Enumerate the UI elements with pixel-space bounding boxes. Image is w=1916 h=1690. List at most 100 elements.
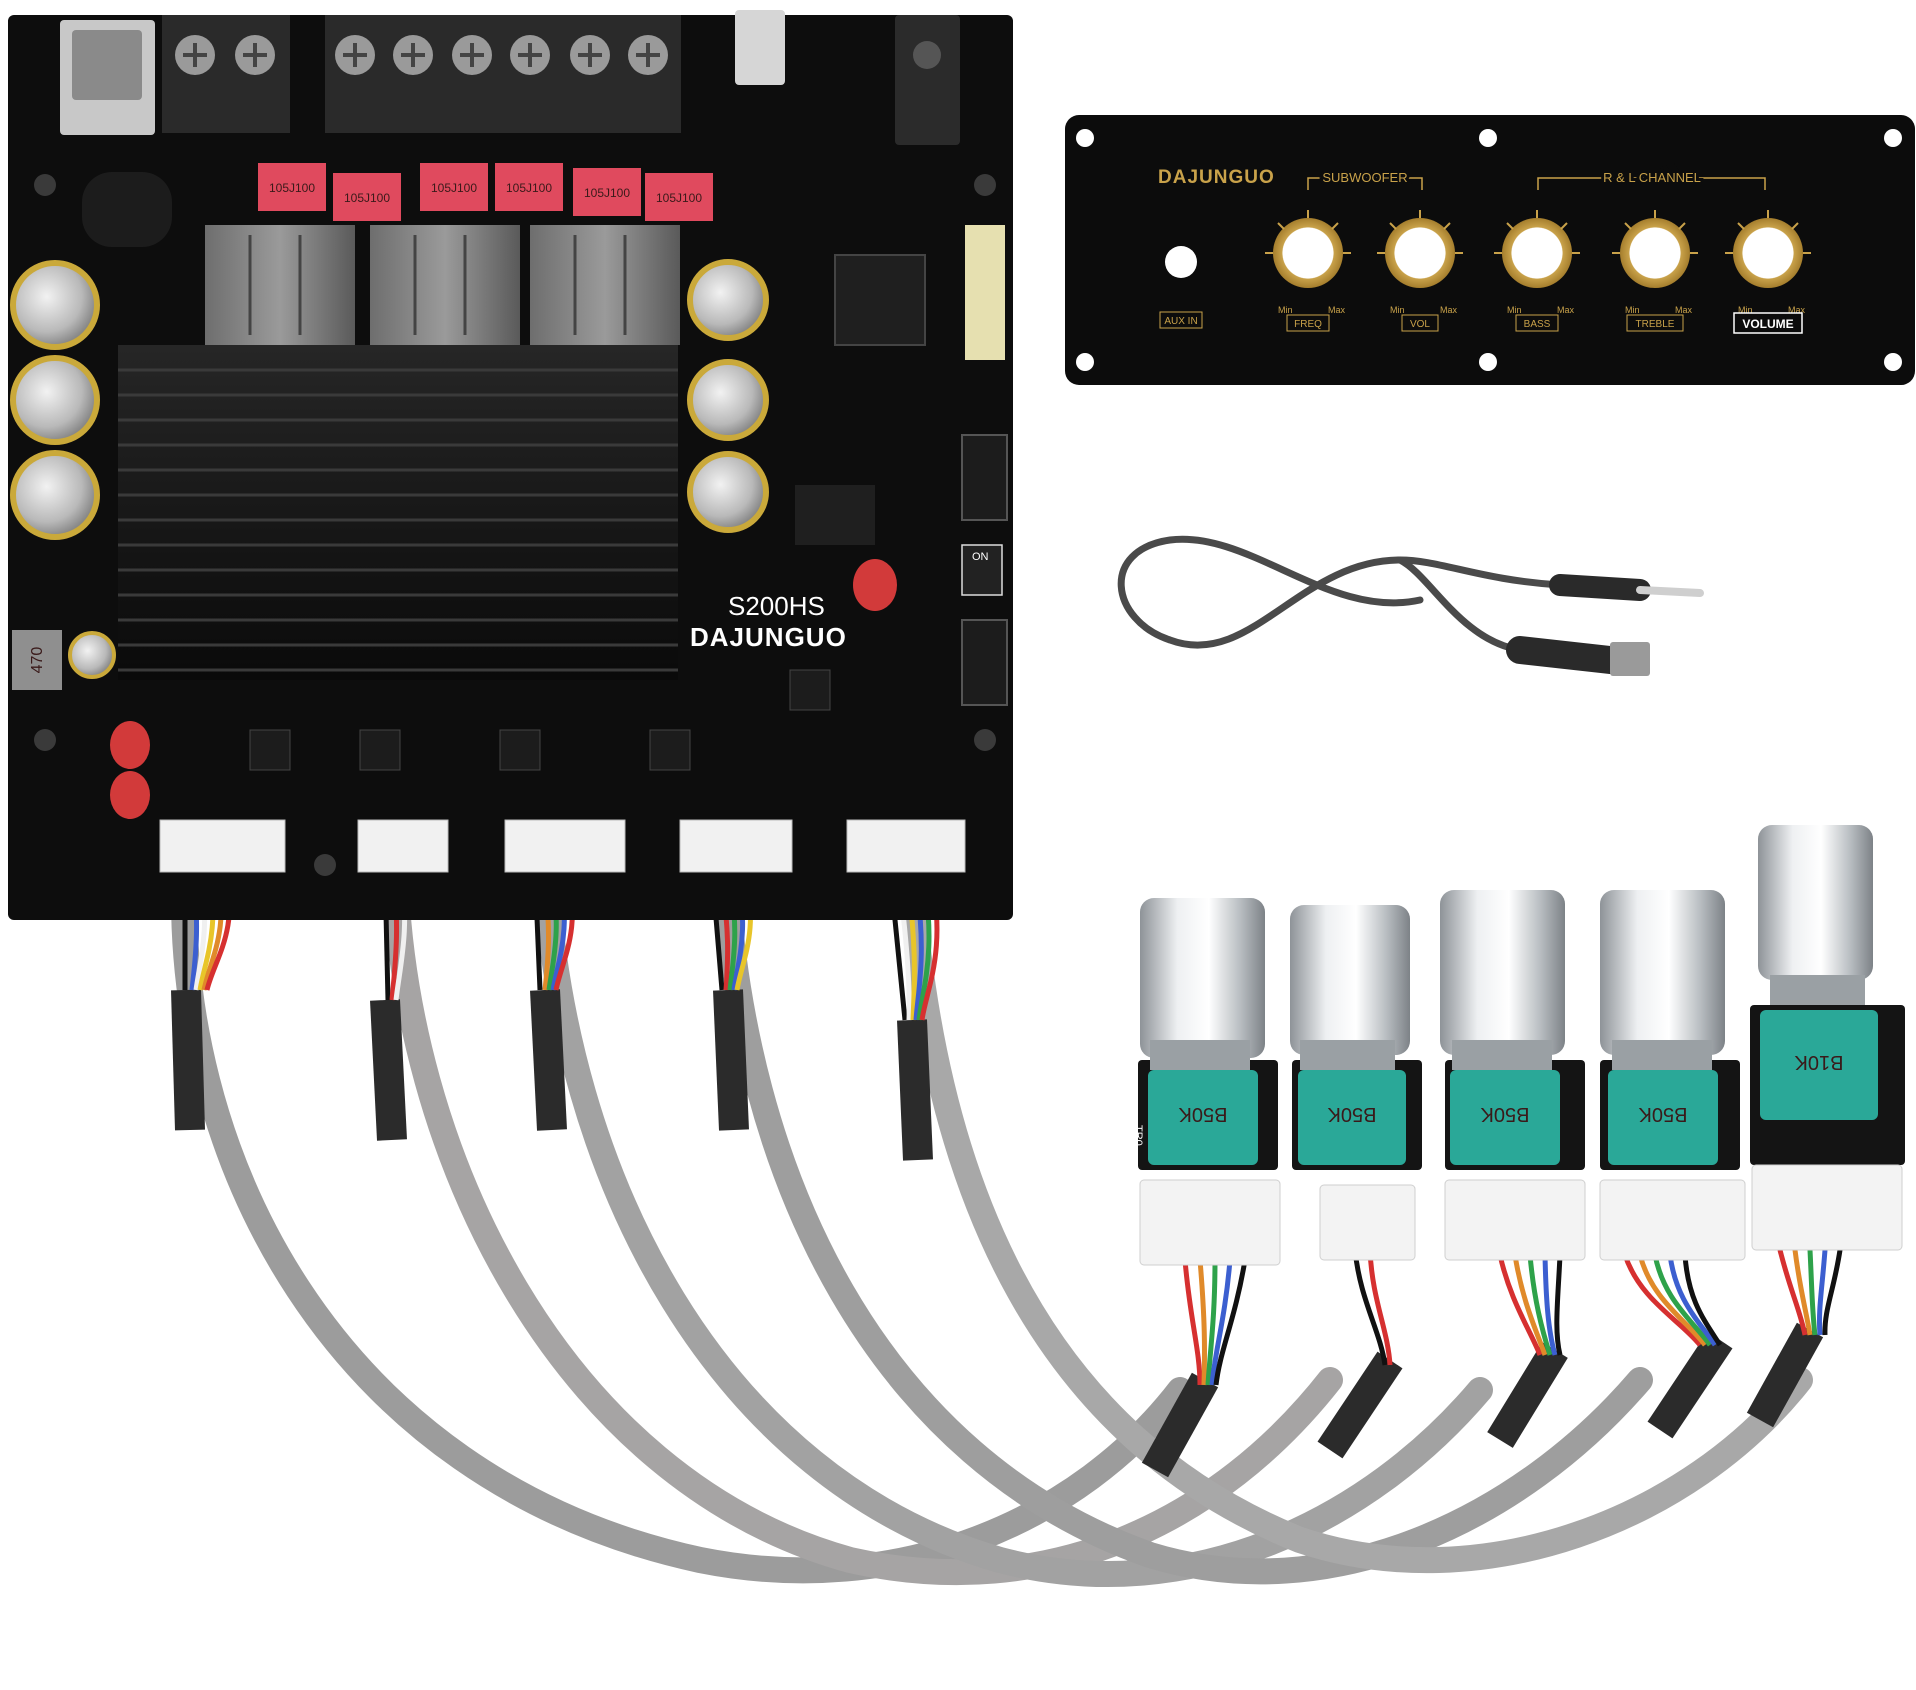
- front-panel: DAJUNGUO SUBWOOFER R & L CHANNEL AUX IN: [1065, 115, 1915, 385]
- max-label: Max: [1440, 305, 1458, 315]
- max-label: Max: [1788, 305, 1806, 315]
- pot-body: [1148, 1070, 1258, 1165]
- knob: [1600, 890, 1725, 1055]
- pot-connector: [1139, 1179, 1281, 1266]
- knob-label-freq: FREQ: [1294, 319, 1322, 330]
- electrolytic-capacitors-left: [10, 260, 116, 679]
- dip-switch: [961, 544, 1003, 596]
- panel-screw-hole: [1479, 353, 1497, 371]
- knob-hole-freq: [1273, 218, 1343, 288]
- pot-connector: [1599, 1179, 1746, 1261]
- mount-hole: [34, 729, 56, 751]
- power-terminal-block: [162, 15, 290, 133]
- mount-hole: [974, 729, 996, 751]
- panel-screw-hole: [1076, 129, 1094, 147]
- potentiometer: B50K: [1599, 890, 1746, 1261]
- aux-in-hole: [1165, 246, 1197, 278]
- film-capacitors: 105J100 105J100 105J100 105J100 105J100 …: [258, 163, 713, 221]
- panel-screw-hole: [1884, 129, 1902, 147]
- pot-value-label: B10K: [1794, 1051, 1844, 1073]
- min-label: Min: [1390, 305, 1405, 315]
- aux-cable-socket-ring: [1610, 642, 1650, 676]
- knob-hole-vol: [1385, 218, 1455, 288]
- board-model-label: S200HS: [728, 591, 825, 621]
- inductors: [205, 225, 680, 345]
- aux-cable-socket-body: [1506, 636, 1624, 674]
- potentiometer: B50K TR0: [1132, 898, 1281, 1266]
- panel-plate: [1065, 115, 1915, 385]
- capacitor-label: 105J100: [269, 181, 315, 195]
- min-max-labels: Min Max Min Max Min Max Min Max Min Max: [1278, 305, 1806, 315]
- pot-value-label: B50K: [1327, 1103, 1377, 1125]
- pot-body: [1450, 1070, 1560, 1165]
- max-label: Max: [1675, 305, 1693, 315]
- potentiometer: B50K: [1290, 905, 1422, 1261]
- panel-screw-hole: [1479, 129, 1497, 147]
- subwoofer-group-label: SUBWOOFER: [1322, 170, 1407, 185]
- min-label: Min: [1625, 305, 1640, 315]
- max-label: Max: [1557, 305, 1575, 315]
- speaker-terminal-block: [325, 15, 681, 133]
- aux-in-label-box: [1159, 311, 1203, 329]
- min-label: Min: [1738, 305, 1753, 315]
- capacitor-label: 105J100: [431, 181, 477, 195]
- mini-usb-port: [735, 10, 785, 85]
- potentiometers: B50K TR0 B50K B50K B50K: [1132, 825, 1905, 1266]
- ic: [789, 669, 831, 711]
- switch-label: ON: [972, 551, 989, 563]
- knob-label-volume: VOLUME: [1742, 317, 1793, 331]
- min-label: Min: [1507, 305, 1522, 315]
- pot-body: [1298, 1070, 1406, 1165]
- small-capacitor: [853, 559, 897, 611]
- aux-in-label: AUX IN: [1164, 316, 1197, 327]
- control-connectors: [159, 819, 966, 873]
- aux-cable: [1117, 535, 1704, 676]
- min-label: Min: [1278, 305, 1293, 315]
- knob-label-bass: BASS: [1524, 319, 1551, 330]
- max-label: Max: [1328, 305, 1346, 315]
- heatsink: [118, 345, 678, 680]
- regulator: [795, 485, 875, 545]
- capacitor-label: 105J100: [656, 191, 702, 205]
- subwoofer-bracket: [1307, 177, 1423, 190]
- knob: [1290, 905, 1410, 1055]
- small-capacitor: [110, 721, 150, 769]
- knob-hole-treble: [1620, 218, 1690, 288]
- mount-hole: [34, 174, 56, 196]
- electrolytic-capacitors-right: [687, 259, 769, 533]
- inductor-label: 470: [29, 647, 46, 674]
- dsp-chip: [834, 254, 926, 346]
- knob-hole-bass: [1502, 218, 1572, 288]
- panel-screw-hole: [1884, 353, 1902, 371]
- diode: [82, 172, 172, 247]
- amplifier-board: 105J100 105J100 105J100 105J100 105J100 …: [8, 10, 1013, 920]
- ic: [649, 729, 691, 771]
- board-brand-label: DAJUNGUO: [690, 622, 847, 652]
- panel-screw-hole: [1076, 353, 1094, 371]
- knob-labels: FREQ VOL BASS TREBLE VOLUME: [1286, 312, 1803, 334]
- rl-channel-group-label: R & L CHANNEL: [1603, 170, 1701, 185]
- pot-wire-fans: [1182, 1249, 1843, 1386]
- knob-label-treble: TREBLE: [1636, 319, 1675, 330]
- knob-label-vol: VOL: [1410, 319, 1430, 330]
- aux-jack: [895, 15, 960, 145]
- side-connector: [961, 619, 1008, 706]
- pot-value-label: B50K: [1638, 1103, 1688, 1125]
- knob: [1758, 825, 1873, 980]
- pot-value-label: B50K: [1480, 1103, 1530, 1125]
- small-capacitor: [110, 771, 150, 819]
- aux-cable-plug-body: [1549, 574, 1651, 601]
- ic: [499, 729, 541, 771]
- pot-body: [1760, 1010, 1878, 1120]
- knob-holes: [1273, 218, 1803, 288]
- potentiometer: B50K: [1440, 890, 1586, 1261]
- capacitor-label: 105J100: [506, 181, 552, 195]
- pot-value-label: B50K: [1178, 1103, 1228, 1125]
- knob: [1140, 898, 1265, 1058]
- rl-channel-bracket: [1537, 177, 1766, 190]
- capacitor-label: 105J100: [584, 186, 630, 200]
- panel-brand-label: DAJUNGUO: [1158, 167, 1275, 188]
- scale-ticks: [1265, 210, 1811, 254]
- power-inductor: [12, 630, 62, 690]
